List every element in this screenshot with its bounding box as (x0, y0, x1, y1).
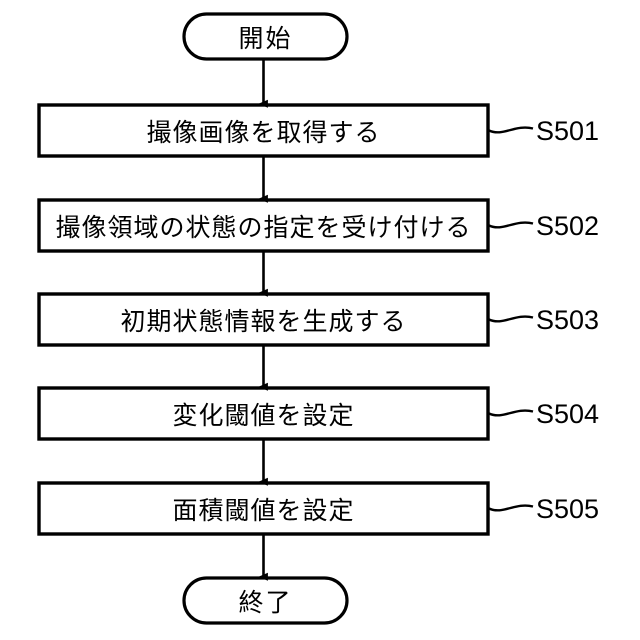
step-id-label-s505: S505 (536, 494, 600, 524)
process-box-2-shape (37, 198, 490, 253)
step-id-label-s503: S503 (536, 305, 600, 335)
start-terminator-shape (182, 12, 349, 61)
step-id-label-s502: S502 (536, 211, 600, 241)
process-box-4-shape (37, 386, 490, 441)
process-box-5-shape (37, 481, 490, 536)
leader-line-s504 (488, 409, 534, 417)
process-box-3-shape (37, 292, 490, 347)
step-id-label-s504: S504 (536, 399, 600, 429)
end-terminator-shape (182, 576, 349, 625)
leader-line-s505 (488, 504, 534, 512)
leader-line-s501 (488, 126, 534, 134)
leader-line-s503 (488, 315, 534, 323)
step-id-label-s501: S501 (536, 116, 600, 146)
process-box-1-shape (37, 103, 490, 158)
leader-line-s502 (488, 221, 534, 229)
